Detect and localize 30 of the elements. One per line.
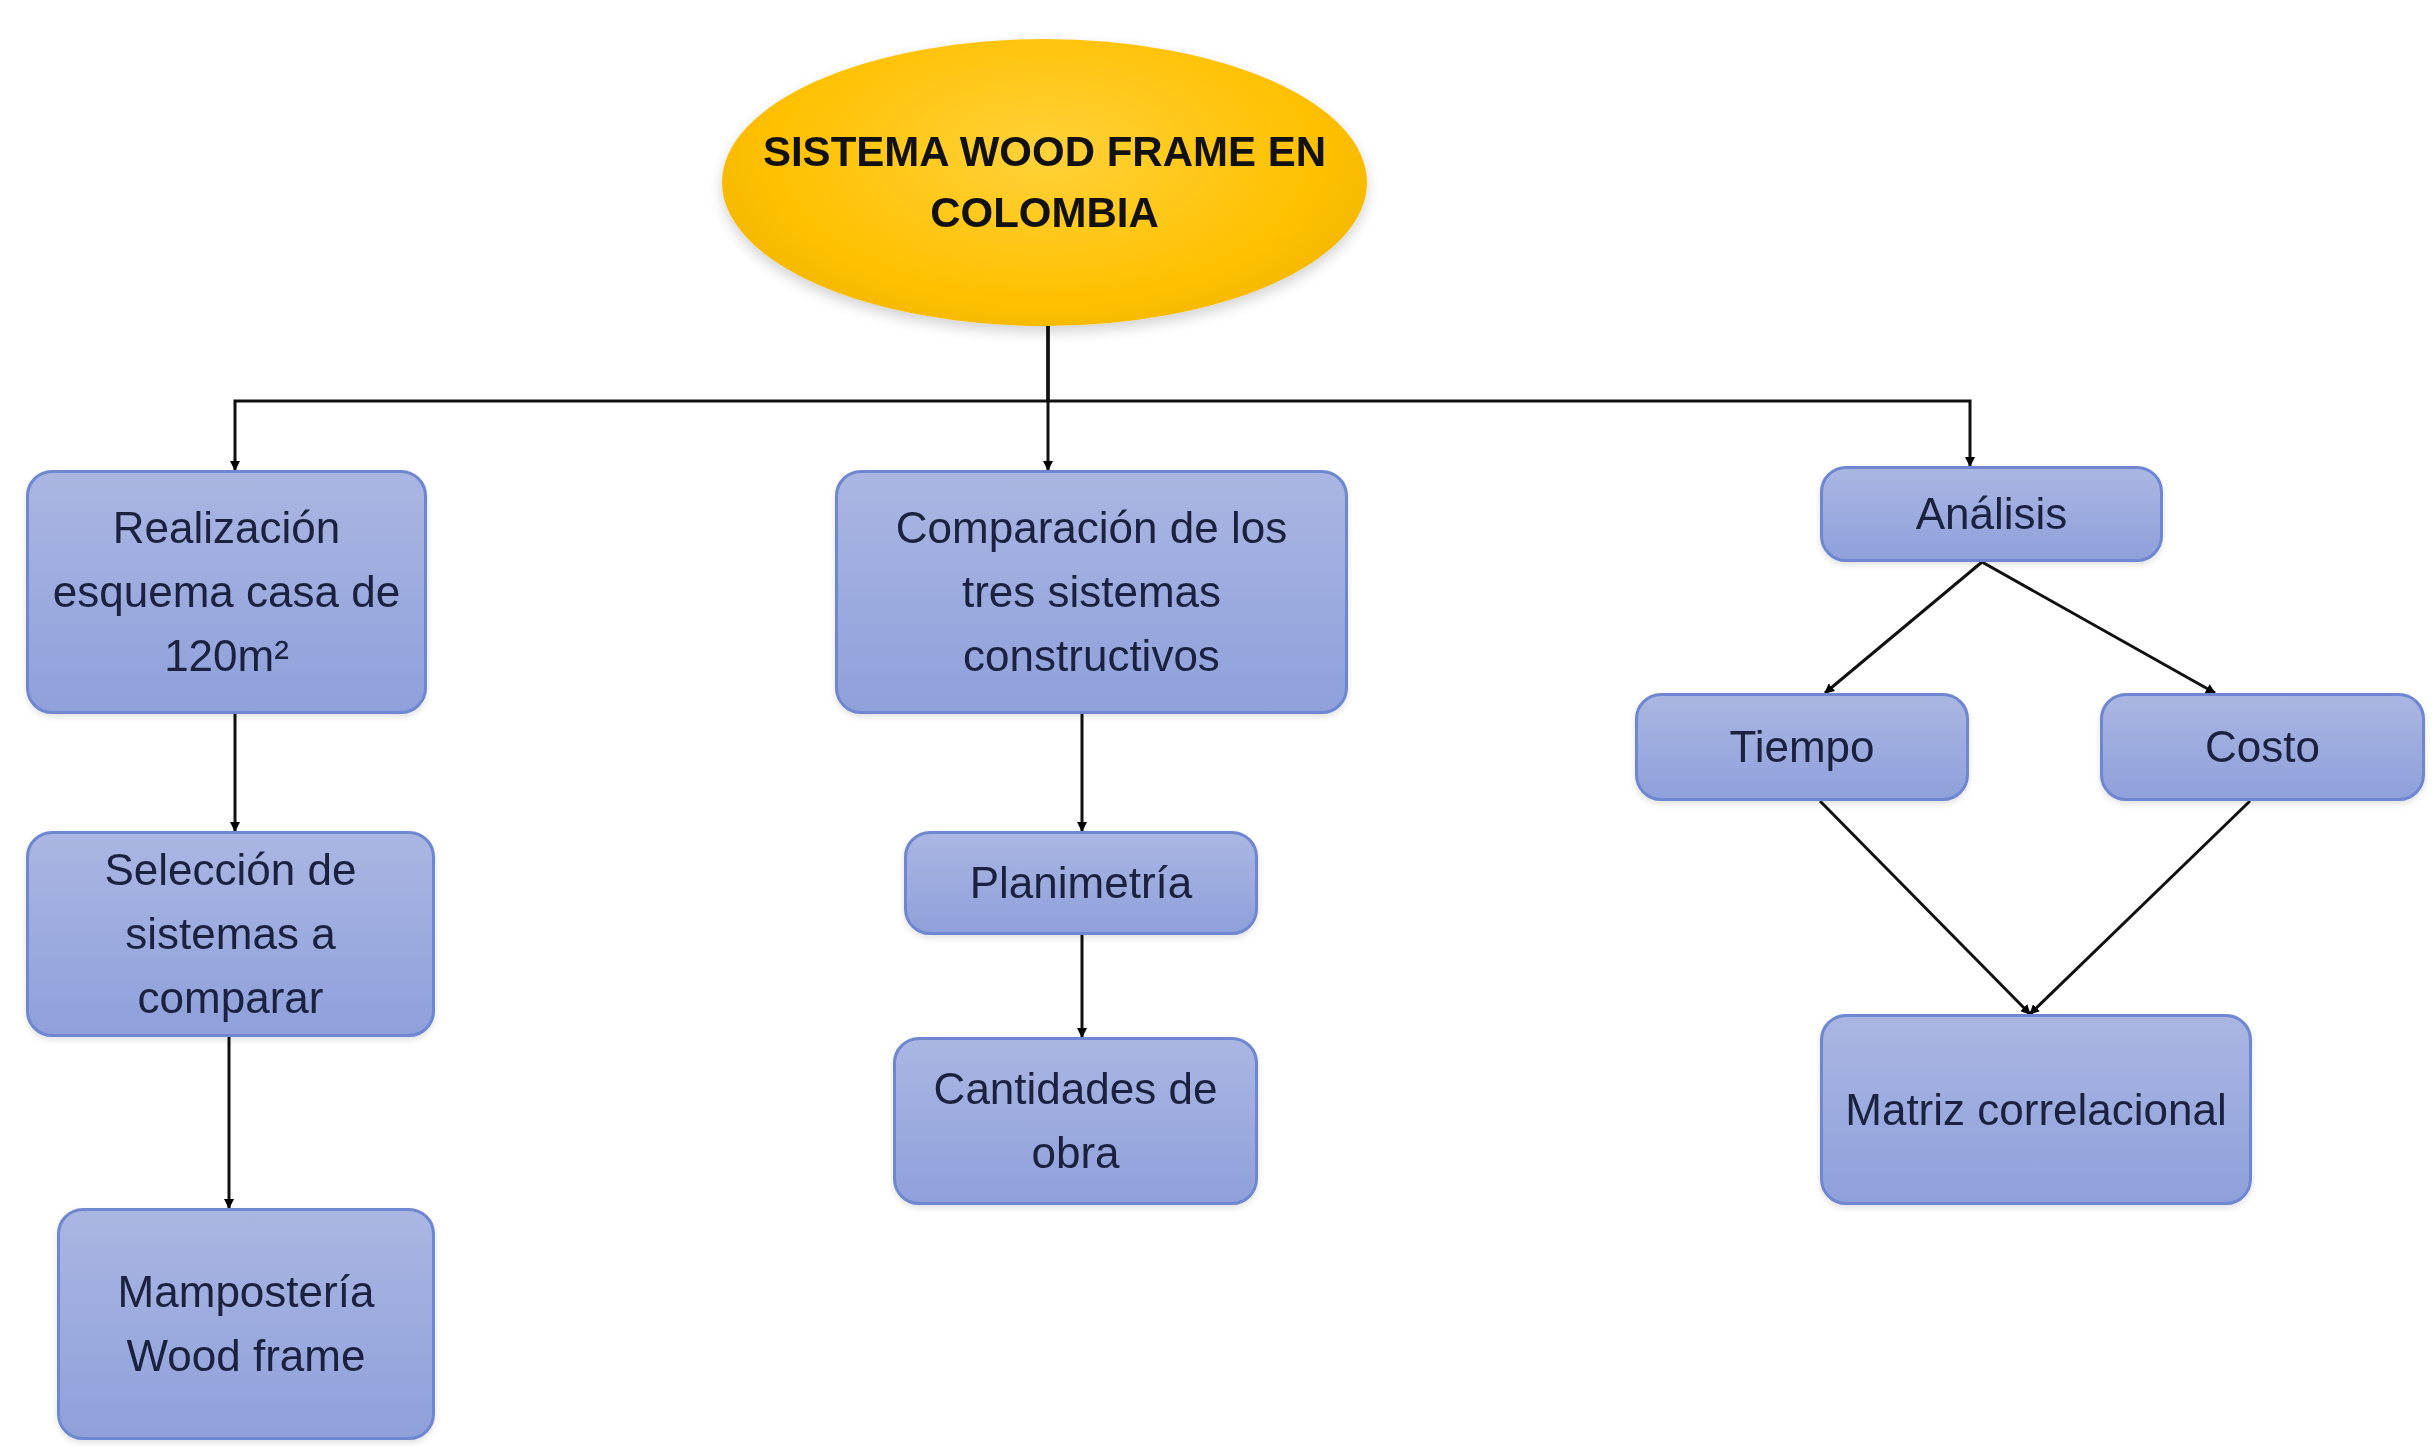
process-box (1635, 693, 1969, 801)
arrow (1046, 326, 1975, 467)
node-label: Costo (2205, 721, 2320, 774)
process-box (26, 470, 427, 714)
node-label: Planimetría (969, 857, 1193, 910)
arrow (224, 1037, 234, 1209)
arrow (1981, 560, 2216, 695)
process-box (26, 831, 435, 1037)
node-label: Realización esquema casa de 120m² (51, 502, 402, 682)
arrow (1824, 560, 1983, 695)
arrow (1077, 714, 1087, 832)
arrow (2028, 799, 2252, 1016)
arrow (230, 714, 240, 832)
process-box (1820, 466, 2163, 562)
process-box (2100, 693, 2425, 801)
process-box (904, 831, 1258, 935)
node-label: SISTEMA WOOD FRAME EN COLOMBIA (761, 126, 1328, 238)
process-box (1820, 1014, 2252, 1205)
node-label: Selección de sistemas a comparar (103, 844, 358, 1024)
process-box (57, 1208, 435, 1440)
arrow (1077, 935, 1087, 1038)
process-box (893, 1037, 1258, 1205)
process-box (835, 470, 1348, 714)
node-label: Análisis (1915, 488, 2068, 541)
node-label: Matriz correlacional (1845, 1083, 2227, 1136)
node-label: Cantidades de obra (932, 1063, 1219, 1179)
node-label: Mampostería Wood frame (116, 1266, 376, 1382)
node-label: Comparación de los tres sistemas constructivos (894, 502, 1289, 682)
node-label: Tiempo (1729, 721, 1875, 774)
arrow (1818, 799, 2032, 1016)
